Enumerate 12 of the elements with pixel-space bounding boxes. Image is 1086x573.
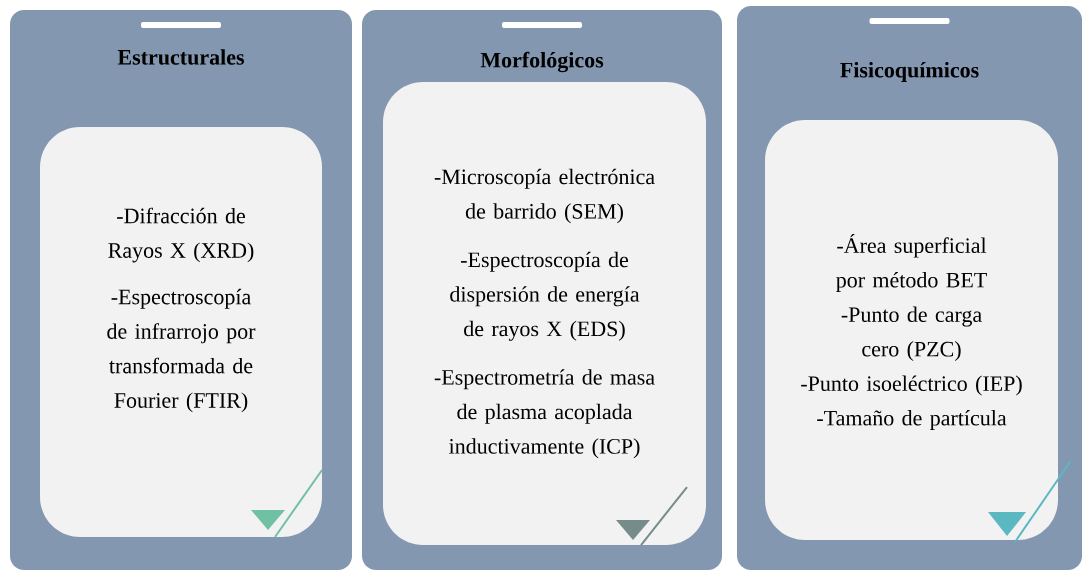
item-text: -Espectroscopía de infrarrojo por transformada de Fourier (FTIR) [107,288,256,413]
panel-title: Morfológicos [480,51,604,73]
item-text: -Microscopía electrónica de barrido (SEM) [434,168,655,224]
item-text: -Difracción de Rayos X (XRD) [108,207,254,263]
item-text: -Punto de carga cero (PZC) [841,306,982,362]
panel-title: Fisicoquímicos [840,62,979,82]
item-text: -Tamaño de partícula [817,410,1007,431]
item-text: -Espectrometría de masa de plasma acoplada inductivamente (ICP) [434,369,655,459]
item-text: -Espectroscopía de dispersión de energía de rayos X (EDS) [450,251,640,341]
panel-title: Estructurales [117,49,244,65]
item-text: -Área superficial por método BET [836,233,987,293]
item-text: -Punto isoeléctrico (IEP) [801,375,1022,396]
